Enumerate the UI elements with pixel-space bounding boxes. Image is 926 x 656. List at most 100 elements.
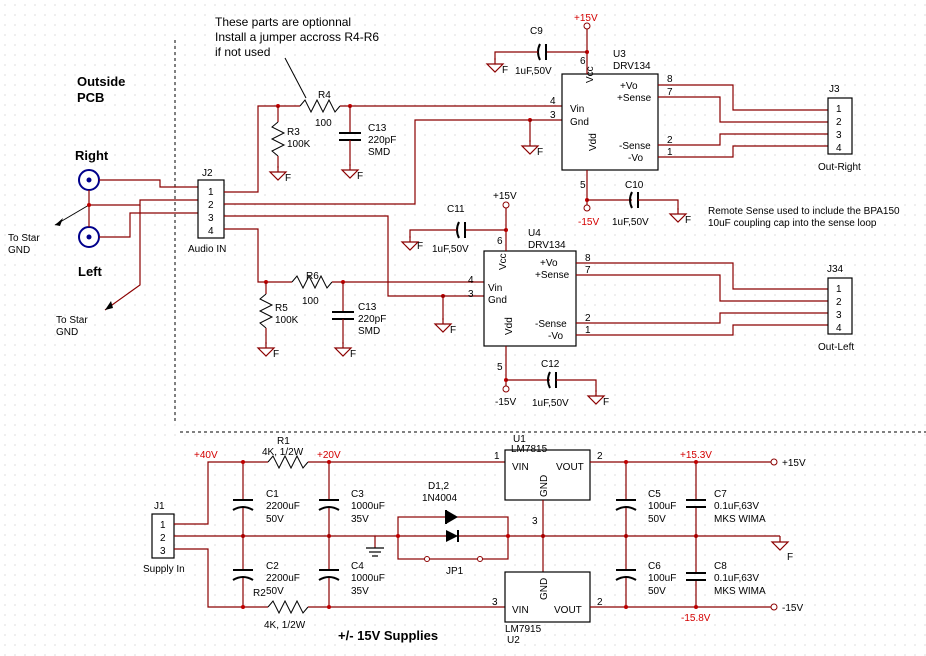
gnd-flag-label: F — [273, 349, 279, 360]
r3-value: 100K — [287, 139, 311, 150]
u3-sense-m: -Sense — [619, 141, 651, 152]
j3-connector — [827, 97, 853, 155]
right-input-label: Right — [75, 148, 109, 163]
u4-pin: 2 — [585, 313, 591, 324]
note-optional-1: These parts are optionnal — [215, 15, 351, 29]
junction — [694, 460, 698, 464]
c6-value: 100uF — [648, 573, 676, 584]
c7-ref: C7 — [714, 489, 727, 500]
u4-sense-m: -Sense — [535, 319, 567, 330]
ground-icon — [587, 389, 605, 405]
j3-pin: 2 — [836, 117, 842, 128]
c6-ref: C6 — [648, 561, 661, 572]
c2-capacitor — [232, 569, 254, 581]
c13a-note: SMD — [368, 147, 390, 158]
gnd-flag-label: F — [350, 349, 356, 360]
u1-pin: 3 — [532, 516, 538, 527]
u4-vin: Vin — [488, 283, 502, 294]
gnd-flag-label: F — [285, 173, 291, 184]
j34-connector — [827, 277, 853, 335]
rail-plus40: +40V — [194, 450, 218, 461]
rail-minus158: -15.8V — [681, 613, 711, 624]
ground-icon — [669, 207, 687, 223]
c9-plate — [537, 43, 541, 61]
u3-vo-p: +Vo — [620, 81, 638, 92]
j1-ref: J1 — [154, 501, 165, 512]
wire-j2p4-gnd — [224, 215, 440, 297]
c8-note: MKS WIMA — [714, 586, 766, 597]
c13b-note: SMD — [358, 326, 380, 337]
r5-ref: R5 — [275, 303, 288, 314]
u4-vo-p: +Vo — [540, 258, 558, 269]
c5-value: 100uF — [648, 501, 676, 512]
junction — [506, 534, 510, 538]
u3-minus15: -15V — [578, 217, 599, 228]
j34-pin: 1 — [836, 284, 842, 295]
u4-pin: 6 — [497, 236, 503, 247]
j3-pin: 1 — [836, 104, 842, 115]
c11-ref: C11 — [447, 204, 465, 215]
u2-lm7915 — [504, 571, 591, 623]
c13a-value: 220pF — [368, 135, 396, 146]
u4-pin: 7 — [585, 265, 591, 276]
out-minus15-terminal — [770, 603, 778, 611]
u3-vdd: Vdd — [588, 133, 599, 151]
u3-pin: 6 — [580, 56, 586, 67]
j2-connector — [197, 179, 225, 239]
j34-name: Out-Left — [818, 342, 854, 353]
wire-right-shield — [88, 190, 198, 227]
jp1-pin — [424, 556, 430, 562]
u3-ref: U3 — [613, 49, 626, 60]
c4-value: 1000uF — [351, 573, 385, 584]
j2-ref: J2 — [202, 168, 213, 179]
c2-value: 2200uF — [266, 573, 300, 584]
wire-left-hot — [99, 212, 198, 238]
c2-volt: 50V — [266, 586, 284, 597]
ground-icon — [771, 535, 789, 551]
r5-resistor — [258, 293, 274, 329]
u4-vcc: Vcc — [498, 253, 509, 270]
r1-resistor — [267, 454, 309, 470]
c1-capacitor — [232, 499, 254, 511]
note-remote-1: Remote Sense used to include the BPA150 — [708, 206, 900, 217]
out-minus15: -15V — [782, 603, 803, 614]
wire-u3-p1 — [658, 145, 828, 158]
jp1-pin — [477, 556, 483, 562]
c12-ref: C12 — [541, 359, 560, 370]
outside-label-2: PCB — [77, 90, 104, 105]
j1-pin: 2 — [160, 533, 166, 544]
u4-minus15: -15V — [495, 397, 516, 408]
out-plus15: +15V — [782, 458, 806, 469]
j1-pin: 1 — [160, 520, 166, 531]
outside-label-1: Outside — [77, 74, 125, 89]
u4-pin: 1 — [585, 325, 591, 336]
gnd-flag-label: F — [450, 325, 456, 336]
star-gnd-1b: GND — [8, 245, 30, 256]
u2-pin: 2 — [597, 597, 603, 608]
j34-pin: 4 — [836, 323, 842, 334]
junction — [396, 534, 400, 538]
j2-pin: 3 — [208, 213, 214, 224]
u1-gnd: GND — [539, 475, 550, 497]
u3-drv134 — [561, 73, 659, 171]
u1-pin: 2 — [597, 451, 603, 462]
u2-part: LM7915 — [505, 624, 542, 635]
u4-gnd: Gnd — [488, 295, 507, 306]
gnd-flag-label: F — [537, 147, 543, 158]
note-optional-3: if not used — [215, 45, 270, 59]
ground-icon — [334, 341, 352, 357]
u3-pin: 3 — [550, 110, 556, 121]
left-input-label: Left — [78, 264, 103, 279]
u4-vdd: Vdd — [504, 317, 515, 335]
u2-vout: VOUT — [554, 605, 582, 616]
c2-ref: C2 — [266, 561, 279, 572]
u4-part: DRV134 — [528, 240, 566, 251]
c7-note: MKS WIMA — [714, 514, 766, 525]
r4-resistor — [299, 98, 341, 114]
j3-ref: J3 — [829, 84, 840, 95]
gnd-flag-label: F — [502, 65, 508, 76]
chassis-ground-icon — [366, 547, 384, 557]
gnd-flag-label: F — [787, 552, 793, 563]
c3-ref: C3 — [351, 489, 364, 500]
